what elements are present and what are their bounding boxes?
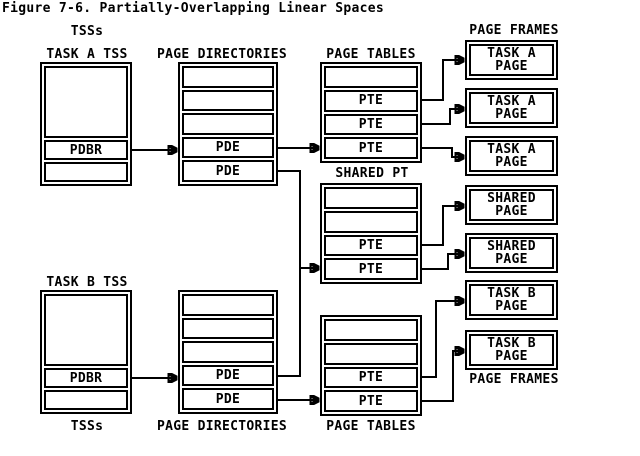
task-a-tss-box: PDBR xyxy=(40,62,132,186)
tss-empty-entry xyxy=(44,390,128,410)
label-shared-pt: SHARED PT xyxy=(335,166,409,181)
directory-empty-entry xyxy=(182,66,274,88)
directory-empty-entry xyxy=(182,113,274,135)
pte-entry: PTE xyxy=(324,137,418,159)
label-page-tables-bottom: PAGE TABLES xyxy=(326,419,416,434)
label-page-directories-top: PAGE DIRECTORIES xyxy=(156,47,288,62)
frame-label: TASK A xyxy=(487,46,536,61)
pdbr-entry: PDBR xyxy=(44,140,128,160)
label-page-directories-bottom: PAGE DIRECTORIES xyxy=(156,419,288,434)
task-b-tss-box: PDBR xyxy=(40,290,132,414)
directory-empty-entry xyxy=(182,294,274,316)
pte-entry: PTE xyxy=(324,390,418,412)
table-empty-entry xyxy=(324,210,418,233)
pte-entry: PTE xyxy=(324,234,418,257)
frame-label: TASK A xyxy=(487,94,536,109)
pde-entry: PDE xyxy=(182,160,274,182)
page-directory-b-box: PDE PDE xyxy=(178,290,278,414)
label-task-a-tss: TASK A TSS xyxy=(46,47,128,62)
directory-empty-entry xyxy=(182,317,274,340)
frame-label: PAGE xyxy=(495,204,528,219)
pde-entry: PDE xyxy=(182,388,274,410)
frame-label: TASK B xyxy=(487,286,536,301)
frame-label: SHARED xyxy=(487,239,536,254)
tss-empty-entry xyxy=(44,162,128,182)
arrow-pte-a1-to-frame-1 xyxy=(422,60,463,101)
frame-label: PAGE xyxy=(495,349,528,364)
frame-label: PAGE xyxy=(495,299,528,314)
page-directory-a-box: PDE PDE xyxy=(178,62,278,186)
frame-label: PAGE xyxy=(495,155,528,170)
connector-pde-a2-and-pde-b1 xyxy=(278,170,301,377)
directory-empty-entry xyxy=(182,89,274,112)
table-empty-entry xyxy=(324,342,418,365)
table-empty-entry xyxy=(324,66,418,88)
arrow-pte-a2-to-frame-2 xyxy=(422,109,463,125)
frame-label: PAGE xyxy=(495,59,528,74)
label-page-tables-top: PAGE TABLES xyxy=(326,47,416,62)
arrow-shared-pte-2-to-frame-5 xyxy=(422,254,463,270)
label-tsss-bottom: TSSs xyxy=(70,419,104,434)
figure-title: Figure 7-6. Partially-Overlapping Linear… xyxy=(2,1,384,16)
label-tsss-top: TSSs xyxy=(70,24,104,39)
shared-page-table-box: PTE PTE xyxy=(320,183,422,284)
frame-label: SHARED xyxy=(487,191,536,206)
arrow-pte-b2-to-frame-7 xyxy=(422,351,463,402)
table-empty-entry xyxy=(324,187,418,209)
page-table-b-box: PTE PTE xyxy=(320,315,422,416)
label-page-frames-bottom: PAGE FRAMES xyxy=(469,372,559,387)
label-task-b-tss: TASK B TSS xyxy=(46,275,128,290)
tss-empty-entry xyxy=(44,66,128,138)
label-page-frames-top: PAGE FRAMES xyxy=(469,23,559,38)
pte-entry: PTE xyxy=(324,89,418,112)
table-empty-entry xyxy=(324,319,418,341)
pdbr-entry: PDBR xyxy=(44,368,128,388)
frame-label: TASK A xyxy=(487,142,536,157)
arrow-pte-b1-to-frame-6 xyxy=(422,301,463,378)
page-table-a-box: PTE PTE PTE xyxy=(320,62,422,163)
frame-label: TASK B xyxy=(487,336,536,351)
arrow-pte-a3-to-frame-3 xyxy=(422,147,463,157)
directory-empty-entry xyxy=(182,341,274,363)
tss-empty-entry xyxy=(44,294,128,366)
pde-entry: PDE xyxy=(182,364,274,387)
frame-label: PAGE xyxy=(495,107,528,122)
arrow-shared-pte-1-to-frame-4 xyxy=(422,206,463,246)
pde-entry: PDE xyxy=(182,136,274,159)
pte-entry: PTE xyxy=(324,366,418,389)
pte-entry: PTE xyxy=(324,258,418,280)
frame-label: PAGE xyxy=(495,252,528,267)
pte-entry: PTE xyxy=(324,113,418,136)
